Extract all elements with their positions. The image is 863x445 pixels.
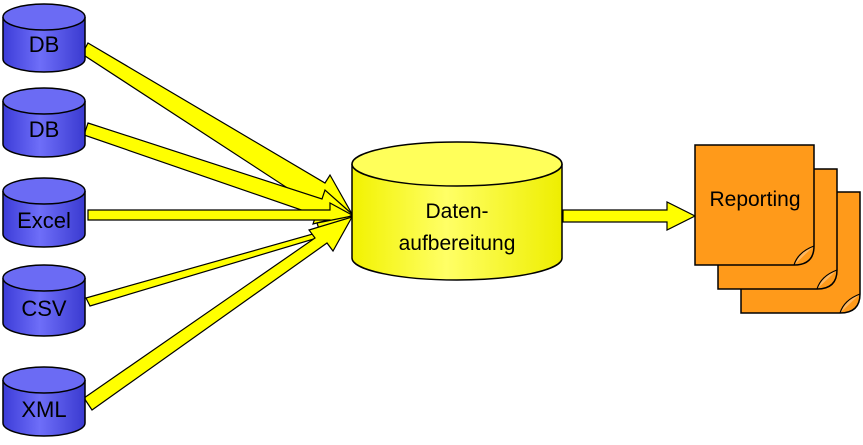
source-excel-cylinder: [2, 177, 86, 248]
reporting-label: Reporting: [709, 188, 801, 211]
processing-label-line1: Daten-: [425, 200, 489, 223]
source-label-db2: DB: [28, 117, 60, 142]
arrow-xml-to-processing: [83, 215, 354, 411]
source-csv-cylinder: [2, 264, 86, 337]
source-label-csv: CSV: [21, 296, 67, 321]
input-arrows: [81, 42, 354, 411]
processing-label-line2: aufbereitung: [398, 232, 516, 255]
source-xml-cylinder: [2, 366, 86, 437]
source-db1-cylinder: [2, 3, 86, 73]
source-label-excel: Excel: [17, 208, 71, 233]
processing-label: Daten- aufbereitung: [352, 196, 562, 260]
arrow-processing-to-reporting: [562, 201, 697, 231]
source-db2-cylinder: [2, 87, 86, 158]
processing-cylinder: [351, 141, 563, 281]
source-cylinders: [2, 3, 86, 437]
source-label-xml: XML: [21, 397, 67, 422]
source-label-db1: DB: [28, 32, 60, 57]
arrow-db1-to-processing: [81, 42, 354, 215]
reporting-document-stack: [694, 144, 861, 314]
